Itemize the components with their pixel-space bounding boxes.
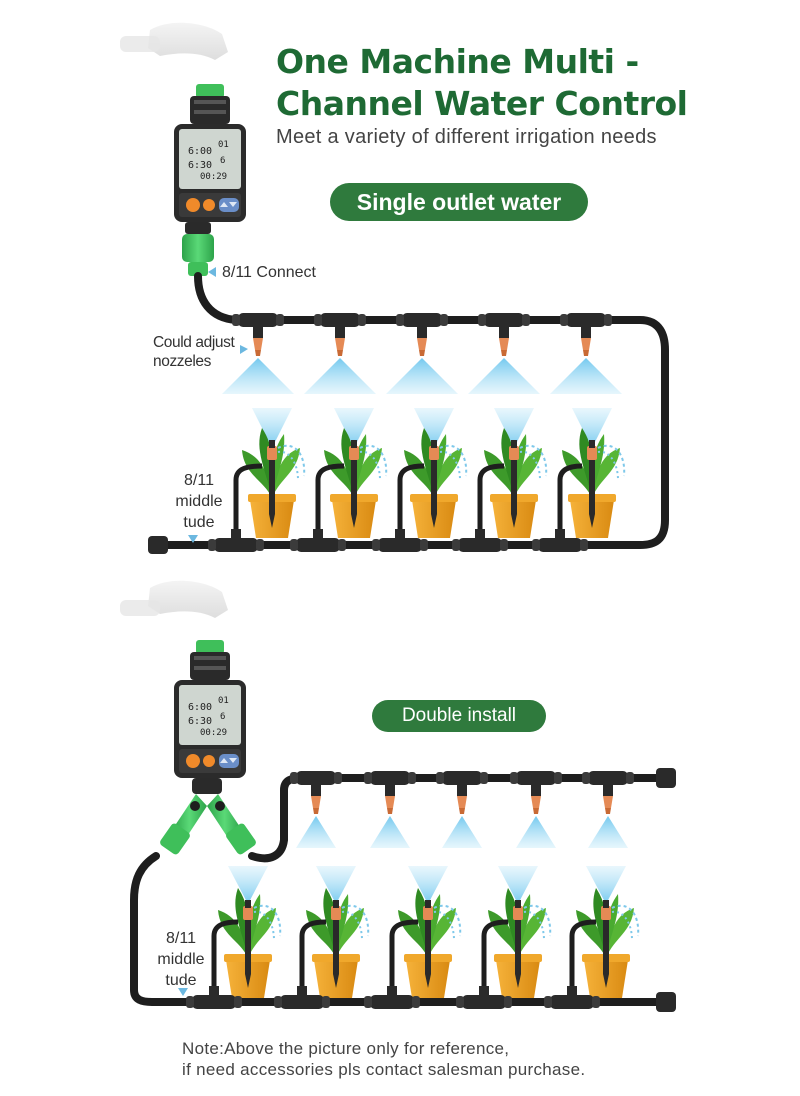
lcd-small-2: 6 (220, 712, 226, 722)
footer-note: Note:Above the picture only for referenc… (182, 1038, 585, 1080)
title-line-2: Channel Water Control (276, 84, 688, 123)
double-install-badge: Double install (372, 700, 546, 732)
lcd-duration: 00:29 (200, 728, 228, 738)
arrow-icon (178, 988, 188, 996)
lcd-time-2: 6:30 (188, 160, 213, 171)
faucet-top (120, 22, 228, 60)
title-line-1: One Machine Multi - (276, 42, 639, 81)
tube-label-bottom: 8/11 middle tude (146, 928, 216, 991)
nozzle-label: Could adjust nozzeles (153, 333, 235, 371)
tube-label-line-2: middle (175, 493, 223, 510)
lcd-small-1: 01 (218, 696, 229, 706)
nozzle-row-top (222, 313, 622, 394)
tube-label-line-1: 8/11 (166, 930, 196, 947)
single-outlet-badge: Single outlet water (330, 183, 588, 221)
faucet-bottom (120, 580, 228, 618)
connect-label: 8/11 Connect (222, 264, 316, 281)
subtitle: Meet a variety of different irrigation n… (276, 126, 657, 148)
lcd-small-1: 01 (218, 140, 229, 150)
plant-sprays-bottom (228, 866, 626, 904)
lcd-duration: 00:29 (200, 172, 228, 182)
plants-row-top (241, 427, 626, 539)
tube-label-line-3: tude (183, 514, 215, 531)
arrow-icon (240, 345, 248, 354)
plant-sprays-top (252, 408, 612, 448)
note-line-1: Note:Above the picture only for referenc… (182, 1039, 510, 1058)
nozzle-row-bottom (290, 771, 634, 848)
tube-label-line-2: middle (157, 951, 205, 968)
note-line-2: if need accessories pls contact salesman… (182, 1060, 586, 1079)
lcd-time-2: 6:30 (188, 716, 213, 727)
tube-label-line-3: tude (165, 972, 197, 989)
arrow-icon (188, 535, 198, 543)
lcd-time-1: 6:00 (188, 702, 213, 713)
tube-label-line-1: 8/11 (184, 472, 214, 489)
arrow-icon (208, 267, 216, 277)
nozzle-label-line-1: Could adjust (153, 334, 235, 351)
lcd-small-2: 6 (220, 156, 226, 166)
tube-label-top: 8/11 middle tude (164, 470, 234, 533)
nozzle-label-line-2: nozzeles (153, 353, 211, 370)
plants-row-bottom (217, 887, 640, 999)
lcd-time-1: 6:00 (188, 146, 213, 157)
y-splitter (160, 778, 256, 855)
